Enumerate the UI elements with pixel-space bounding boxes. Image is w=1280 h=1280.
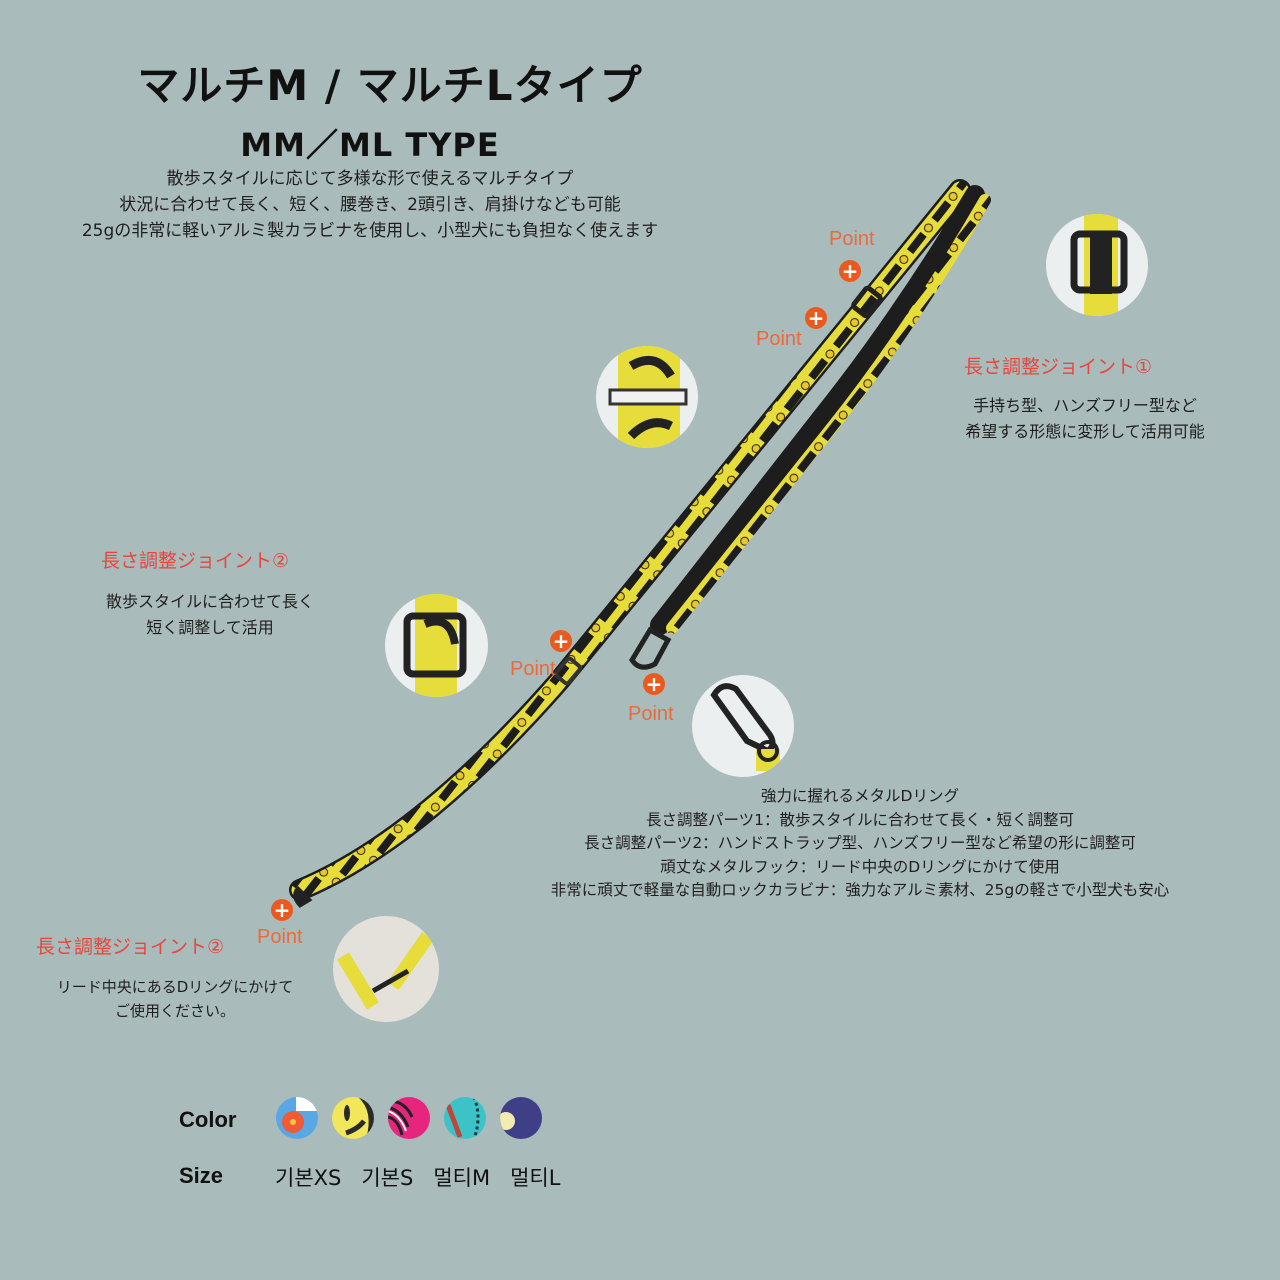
color-swatches: [276, 1097, 542, 1139]
plus-icon[interactable]: +: [550, 630, 572, 652]
plus-icon[interactable]: +: [805, 307, 827, 329]
page-subtitle: MM／ML TYPE: [240, 126, 500, 164]
joint1-description: 手持ち型、ハンズフリー型など 希望する形態に変形して活用可能: [930, 393, 1240, 445]
plus-icon[interactable]: +: [839, 260, 861, 282]
desc-line: 希望する形態に変形して活用可能: [965, 422, 1205, 441]
color-swatch-pattern-teal[interactable]: [444, 1097, 486, 1139]
detail-circle-buckle-2: [385, 594, 488, 697]
joint2-bottom-description: リード中央にあるDリングにかけて ご使用ください。: [30, 975, 320, 1023]
feature-item: 強力に握れるメタルDリング: [761, 787, 959, 805]
feature-item: 長さ調整パーツ1：散歩スタイルに合わせて長く・短く調整可: [645, 810, 1075, 829]
desc-line: 短く調整して活用: [146, 618, 274, 637]
size-options: 기본XS 기본S 멀티M 멀티L: [275, 1162, 560, 1192]
desc-line: 散歩スタイルに合わせて長く: [105, 592, 314, 611]
size-option-m[interactable]: 멀티M: [433, 1166, 491, 1190]
page-title: マルチM / マルチLタイプ: [137, 61, 643, 110]
point-label: Point: [510, 658, 556, 680]
intro-line: 状況に合わせて長く、短く、腰巻き、2頭引き、肩掛けなども可能: [119, 195, 621, 215]
color-swatch-smile-yellow[interactable]: [332, 1097, 374, 1139]
desc-line: リード中央にあるDリングにかけて: [56, 978, 294, 996]
feature-item: 頑丈なメタルフック：リード中央のDリングにかけて使用: [660, 857, 1060, 876]
point-label: Point: [756, 328, 802, 350]
plus-icon[interactable]: +: [643, 673, 665, 695]
size-option-s[interactable]: 기본S: [361, 1166, 414, 1190]
joint2-description: 散歩スタイルに合わせて長く 短く調整して活用: [60, 589, 360, 641]
color-label: Color: [179, 1107, 237, 1132]
detail-circle-buckle-1: [1046, 214, 1148, 316]
color-swatch-zebra-pink[interactable]: [388, 1097, 430, 1139]
features-list: 強力に握れるメタルDリング 長さ調整パーツ1：散歩スタイルに合わせて長く・短く調…: [510, 785, 1210, 903]
color-swatch-flower-blue[interactable]: [276, 1097, 318, 1139]
size-option-xs[interactable]: 기본XS: [275, 1166, 342, 1190]
size-option-l[interactable]: 멀티L: [510, 1166, 561, 1190]
feature-item: 長さ調整パーツ2：ハンドストラップ型、ハンズフリー型など希望の形に調整可: [584, 834, 1136, 852]
desc-line: 手持ち型、ハンズフリー型など: [973, 396, 1197, 415]
intro-line: 散歩スタイルに応じて多様な形で使えるマルチタイプ: [166, 169, 574, 189]
joint1-heading: 長さ調整ジョイント①: [964, 356, 1153, 378]
detail-circle-hook: [333, 916, 439, 1022]
plus-icon[interactable]: +: [271, 899, 293, 921]
intro-text: 散歩スタイルに応じて多様な形で使えるマルチタイプ 状況に合わせて長く、短く、腰巻…: [0, 166, 740, 244]
size-label: Size: [179, 1163, 224, 1188]
color-swatch-navy-moon[interactable]: [500, 1097, 542, 1139]
point-label: Point: [257, 926, 303, 948]
intro-line: 25gの非常に軽いアルミ製カラビナを使用し、小型犬にも負担なく使えます: [81, 221, 659, 241]
detail-circle-carabiner: [692, 675, 794, 777]
detail-circle-buckle-top: [596, 346, 698, 448]
joint2-heading: 長さ調整ジョイント②: [101, 550, 290, 572]
point-label: Point: [628, 703, 674, 725]
feature-item: 非常に頑丈で軽量な自動ロックカラビナ：強力なアルミ素材、25gの軽さで小型犬も安…: [550, 881, 1170, 899]
point-label: Point: [829, 228, 875, 250]
joint2-bottom-heading: 長さ調整ジョイント②: [36, 936, 225, 958]
desc-line: ご使用ください。: [114, 1002, 235, 1020]
